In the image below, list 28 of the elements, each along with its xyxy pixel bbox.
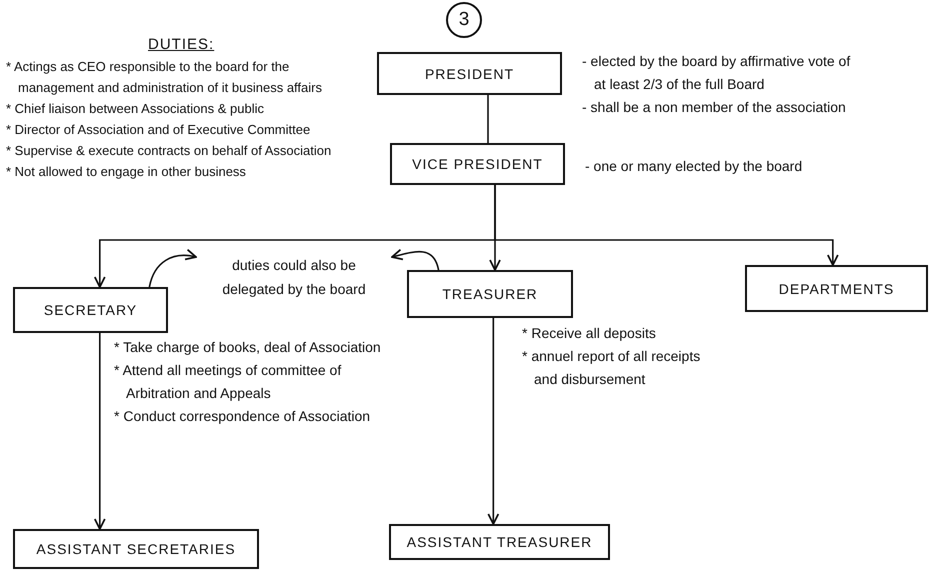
note-text: - elected by the board by affirmative vote of at least 2/3 of the full Board — [582, 52, 852, 94]
role-box: TREASURER — [407, 270, 573, 318]
duty-text: * Director of Association and of Executive Committee — [6, 121, 312, 139]
note-text: - one or many elected by the board — [585, 157, 804, 176]
role-box: DEPARTMENTS — [745, 265, 928, 312]
role-box: ASSISTANT TREASURER — [389, 524, 610, 560]
connector-arrow — [391, 248, 440, 270]
connector-arrow — [494, 185, 839, 266]
duty-text: * Supervise & execute contracts on behalf of Association — [6, 142, 332, 160]
duties-heading: DUTIES: — [148, 36, 214, 53]
page-number-circle: 3 — [446, 2, 482, 38]
connector-arrow — [94, 333, 106, 530]
note-text: * annuel report of all receipts and disbursement — [522, 347, 702, 389]
duty-text: * Chief liaison between Associations & public — [6, 100, 265, 118]
note-text: - shall be a non member of the association — [582, 98, 847, 117]
role-box: VICE PRESIDENT — [390, 143, 565, 185]
role-box: ASSISTANT SECRETARIES — [13, 529, 259, 569]
note-text: * Attend all meetings of committee of Arbitration and Appeals — [114, 361, 342, 403]
connector-arrow — [148, 249, 197, 288]
connector-arrow — [487, 318, 500, 525]
note-text: * Take charge of books, deal of Association — [114, 338, 382, 357]
duty-text: * Actings as CEO responsible to the board for the management and administration of it business affairs — [6, 58, 323, 97]
note-text: * Receive all deposits — [522, 324, 657, 343]
duty-text: * Not allowed to engage in other business — [6, 163, 247, 181]
delegation-note: duties could also be delegated by the board — [196, 252, 392, 302]
note-text: * Conduct correspondence of Association — [114, 407, 372, 426]
role-box: SECRETARY — [13, 287, 168, 333]
role-box: PRESIDENT — [377, 52, 562, 95]
